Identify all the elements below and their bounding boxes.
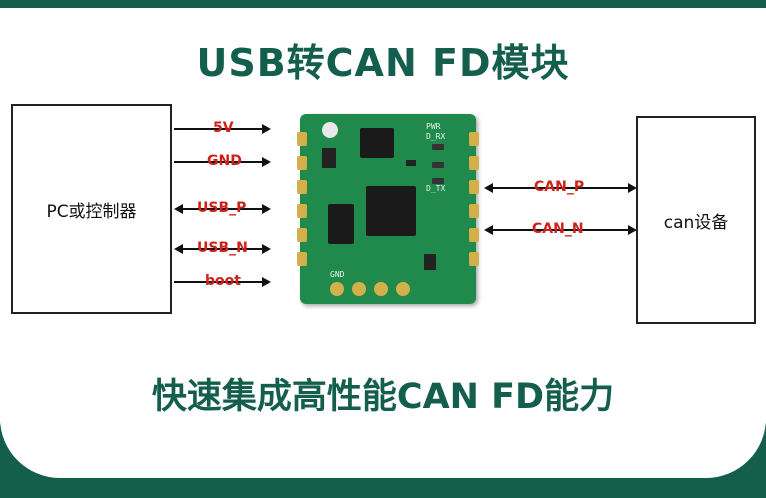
board-silk-tx: D_TX [426,184,446,193]
board-pad [396,282,410,296]
board-pad [469,156,479,170]
signal-canp-line [492,187,628,189]
signal-usbn-line [182,248,262,250]
signal-usbp-arrowhead-right [262,204,271,214]
signal-5v-arrowhead [262,124,271,134]
signal-cann-label: CAN_N [532,221,584,237]
board-pad [297,228,307,242]
usb-canfd-module-board: PWR D_RX D_TX GND [297,114,479,304]
signal-cann-arrowhead-right [628,225,637,235]
signal-boot-line [174,281,262,283]
board-led-tx [432,178,444,184]
top-band [0,0,766,8]
signal-canp-label: CAN_P [534,179,585,195]
signal-boot-label: boot [205,273,241,289]
board-pad [297,204,307,218]
page-subtitle: 快速集成高性能CAN FD能力 [151,377,615,417]
pc-controller-box: PC或控制器 [11,104,172,314]
signal-usbn-arrowhead-right [262,244,271,254]
signal-canp-arrowhead-right [628,183,637,193]
board-transceiver [328,204,354,244]
signal-gnd-line [174,161,262,163]
signal-gnd-label: GND [207,153,242,169]
signal-usbp-arrowhead-left [174,204,183,214]
top-right-decoration [672,0,742,6]
board-small-chip [360,128,394,158]
board-led-rx [432,162,444,168]
can-device-label: can设备 [663,212,729,233]
page-title: USB转CAN FD模块 [196,41,570,85]
board-pad [297,252,307,266]
board-component [424,254,436,270]
board-component [406,160,416,166]
board-pad [469,252,479,266]
board-pad [297,156,307,170]
signal-gnd-arrowhead [262,157,271,167]
board-pad [297,132,307,146]
signal-5v-label: 5V [213,120,234,136]
can-device-box: can设备 [636,116,756,324]
board-silk-pwr: PWR [426,122,441,131]
board-pad [469,204,479,218]
board-silk-gnd: GND [330,270,345,279]
board-pad [374,282,388,296]
signal-usbn-label: USB_N [197,240,248,256]
signal-usbp-line [182,208,262,210]
board-pad [297,180,307,194]
top-left-decoration [36,0,214,6]
board-pad [469,180,479,194]
signal-boot-arrowhead [262,277,271,287]
board-main-mcu [366,186,416,236]
signal-canp-arrowhead-left [484,183,493,193]
board-pad [469,132,479,146]
pc-controller-label: PC或控制器 [46,201,137,222]
bottom-white-cutout [0,418,766,478]
board-led-pwr [432,144,444,150]
board-crystal [322,122,338,138]
board-pad [352,282,366,296]
signal-5v-line [174,128,262,130]
signal-cann-line [492,229,628,231]
signal-usbn-arrowhead-left [174,244,183,254]
board-pad [469,228,479,242]
signal-cann-arrowhead-left [484,225,493,235]
signal-usbp-label: USB_P [197,200,247,216]
board-pad [330,282,344,296]
board-silk-rx: D_RX [426,132,446,141]
board-regulator [322,148,336,168]
